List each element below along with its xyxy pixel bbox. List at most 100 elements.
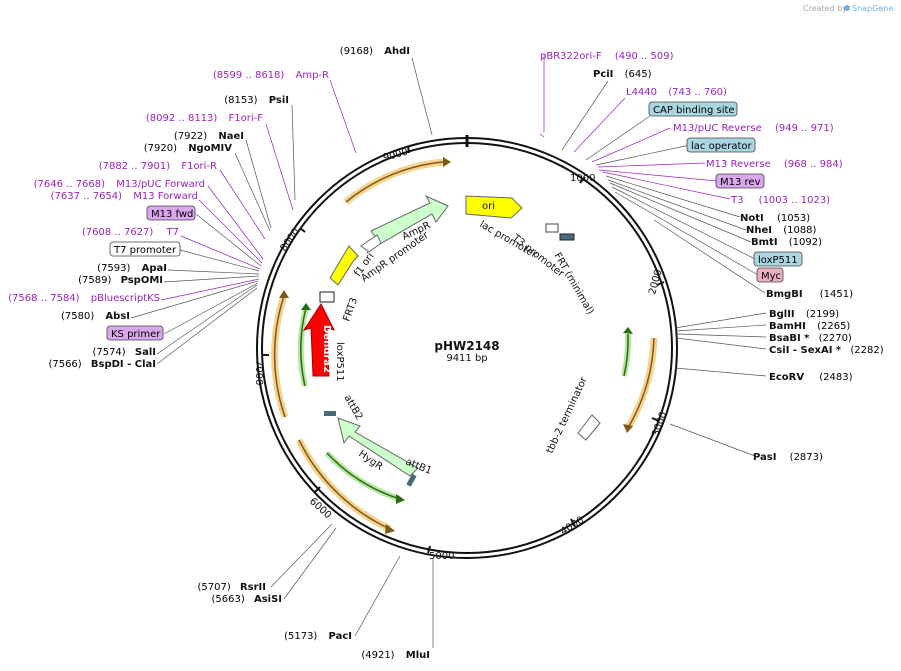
primer-f1ori-f-range: (8092 .. 8113) [146, 113, 218, 124]
primer-t3-name: T3 [730, 195, 743, 206]
primer-amp-r-range: (8599 .. 8618) [213, 70, 285, 81]
enzyme-csii-sexai: CsiI - SexAI * (2282) [769, 345, 884, 356]
m13-rev-box [715, 173, 765, 189]
enzyme-pcii-pos: (645) [625, 69, 652, 80]
enzyme-apai: (7593) ApaI [97, 263, 167, 274]
enzyme-pspomi: (7589) PspOMI [78, 275, 163, 286]
t7-promoter-label: T7 promoter [113, 245, 177, 256]
enzyme-apai-name: ApaI [142, 263, 167, 274]
m13-fwd-box [146, 205, 196, 221]
orf-arc-dendra-line [300, 307, 307, 387]
orf-arc-right-outer [624, 337, 658, 430]
orf-arc-ampr-line [345, 161, 444, 203]
loxp511-right-label: loxP511 [758, 255, 798, 266]
enzyme-asisi-pos: (5663) [212, 594, 245, 605]
primer-pbluescriptks-range: (7568 .. 7584) [8, 293, 80, 304]
leader-lines-right [539, 55, 767, 457]
m13-rev-label: M13 rev [720, 177, 761, 188]
feature-frt-label: FRT (minimal) [551, 251, 595, 317]
enzyme-mlui-name: MluI [406, 650, 430, 661]
primer-l4440: L4440 (743 .. 760) [626, 87, 727, 98]
ks-primer-box [106, 325, 164, 341]
leader-lines-left [130, 57, 433, 365]
enzyme-pasi: PasI (2873) [753, 452, 823, 463]
tick-label-1000: 1000 [570, 173, 595, 184]
m13-fwd-label: M13 fwd [151, 209, 193, 220]
enzyme-bmgbi: BmgBI (1451) [766, 289, 853, 300]
enzyme-bamhi-name: BamHI [769, 321, 806, 332]
enzyme-ecorv-name: EcoRV [769, 372, 804, 383]
enzyme-sali-name: SalI [135, 347, 156, 358]
enzyme-bglii-pos: (2199) [806, 309, 839, 320]
enzyme-naei: (7922) NaeI [174, 131, 244, 142]
enzyme-rsrii-name: RsrII [240, 582, 266, 593]
snapgene-credit: Created by SnapGene [803, 4, 893, 13]
bottom-labels: (5707) RsrII (5663) AsiSI (5173) PacI (4… [198, 582, 430, 661]
enzyme-rsrii: (5707) RsrII [198, 582, 266, 593]
enzyme-ecorv-pos: (2483) [819, 372, 852, 383]
primer-m13puc-reverse-name: M13/pUC Reverse [673, 123, 762, 134]
enzyme-naei-name: NaeI [218, 131, 244, 142]
enzyme-bglii-name: BglII [769, 309, 795, 320]
credit-brand: SnapGene [852, 4, 893, 13]
feature-dendra2-arrow [302, 302, 335, 377]
enzyme-noti-name: NotI [740, 213, 764, 224]
cap-binding-site-box [648, 101, 738, 117]
enzyme-bmti-pos: (1092) [789, 237, 822, 248]
t7-promoter-box [109, 241, 181, 257]
primer-pbluescriptks-name: pBluescriptKS [91, 293, 160, 304]
tick-8000 [299, 227, 306, 233]
enzyme-bmti: BmtI (1092) [751, 237, 822, 248]
primer-m13puc-reverse-range: (949 .. 971) [775, 123, 834, 134]
primer-t3: T3 (1003 .. 1023) [730, 195, 830, 206]
feature-ampr-promoter-arrow [360, 234, 382, 253]
feature-lac-box [545, 223, 559, 233]
tick-2000 [656, 281, 665, 286]
feature-dendra2-label: Dendra2 [321, 325, 332, 373]
primer-l4440-range: (743 .. 760) [668, 87, 727, 98]
enzyme-mlui: (4921) MluI [361, 650, 430, 661]
enzyme-bmgbi-pos: (1451) [820, 289, 853, 300]
tick-3000 [651, 417, 660, 422]
enzyme-noti-pos: (1053) [777, 213, 810, 224]
orf-arc-bottom-outer-line [298, 439, 391, 530]
enzyme-apai-pos: (7593) [97, 263, 130, 274]
tick-label-3000: 3000 [650, 410, 669, 438]
enzyme-csii-sexai-pos: (2282) [850, 345, 883, 356]
primer-amp-r-name: Amp-R [296, 70, 330, 81]
enzyme-psii: (8153) PsiI [224, 95, 289, 106]
enzyme-pcii-name: PciI [593, 69, 613, 80]
feature-hygr-arrow [337, 417, 419, 477]
enzyme-bsabi-name: BsaBI * [769, 333, 810, 344]
loxp511-box [753, 251, 803, 267]
feature-f1ori-arrow [329, 245, 359, 286]
primer-t3-range: (1003 .. 1023) [759, 195, 831, 206]
feature-loxp511-label: loxP511 [334, 342, 345, 382]
tick-6000 [314, 486, 321, 493]
orf-arrow-dendra-icon [301, 303, 311, 310]
orf-arrow-ampr-icon [443, 157, 451, 167]
enzyme-absi-pos: (7580) [61, 311, 94, 322]
enzyme-rsrii-pos: (5707) [198, 582, 231, 593]
plasmid-size: 9411 bp [446, 353, 487, 364]
primer-t7-name: T7 [166, 227, 179, 238]
enzyme-ahdi-pos: (9168) [340, 46, 373, 57]
enzyme-ngomiv-name: NgoMIV [188, 143, 232, 154]
enzyme-ahdi: (9168) AhdI [340, 46, 410, 57]
enzyme-nhei: NheI (1088) [746, 225, 817, 236]
enzyme-noti: NotI (1053) [740, 213, 810, 224]
feature-frt-box [559, 233, 575, 241]
primer-m13-reverse: M13 Reverse (968 .. 984) [706, 159, 843, 170]
enzyme-psii-pos: (8153) [224, 95, 257, 106]
primer-pbr322ori-f-range: (490 .. 509) [615, 51, 674, 62]
enzyme-bspdi-clai-pos: (7566) [48, 359, 81, 370]
primer-f1ori-r-range: (7882 .. 7901) [99, 161, 171, 172]
primer-f1ori-r-name: F1ori-R [181, 161, 217, 172]
feature-ori-label: ori [482, 201, 495, 212]
feature-attb2-box [324, 411, 336, 416]
primer-t7-range: (7608 .. 7627) [82, 227, 154, 238]
enzyme-ngomiv-pos: (7920) [144, 143, 177, 154]
enzyme-pcii: PciI (645) [593, 69, 652, 80]
cap-binding-site-label: CAP binding site [653, 105, 735, 116]
